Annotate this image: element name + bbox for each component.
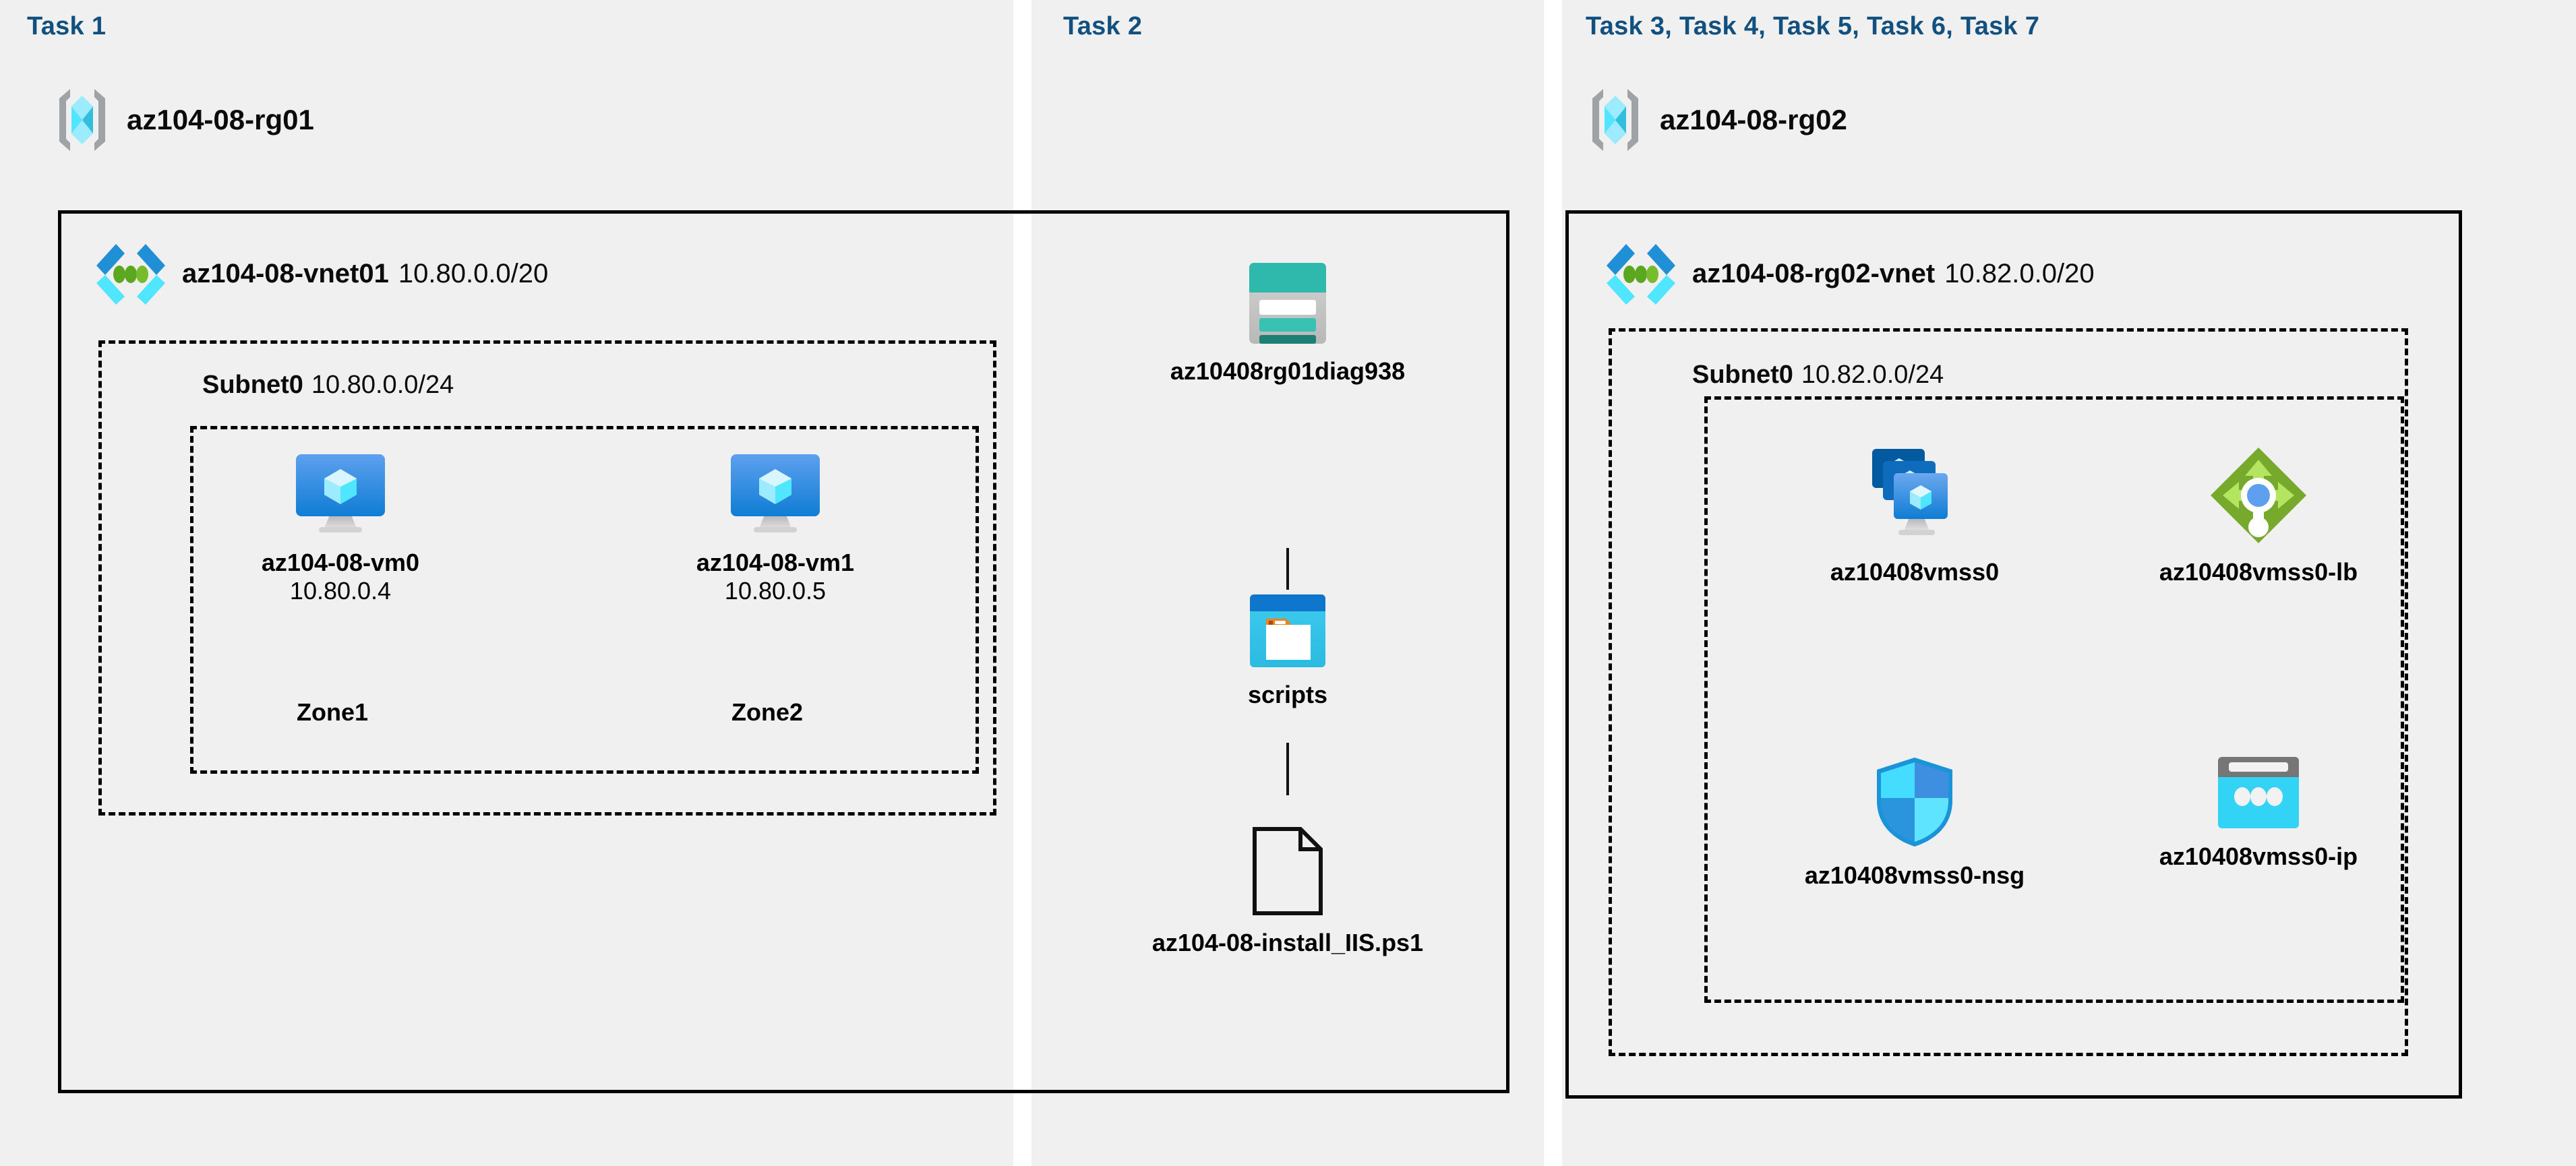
vm0-zone-label: Zone1	[297, 698, 369, 726]
vm1-ip: 10.80.0.5	[724, 577, 827, 605]
node-public-ip[interactable]: az10408vmss0-ip	[2130, 755, 2387, 870]
node-vm1[interactable]: az104-08-vm1 10.80.0.5	[674, 453, 876, 606]
task3-subnet-label: Subnet0 10.82.0.0/24	[1692, 361, 1944, 390]
node-load-balancer[interactable]: az10408vmss0-lb	[2130, 445, 2387, 586]
task1-resource-group: az104-08-rg01	[53, 86, 314, 154]
connector-storage-to-container	[1286, 548, 1289, 590]
node-blob-container[interactable]: scripts	[1214, 593, 1362, 708]
task3-vnet-cidr: 10.82.0.0/20	[1944, 258, 2095, 288]
resource-group-icon	[53, 86, 112, 154]
vm0-ip: 10.80.0.4	[289, 577, 392, 605]
node-storage-account[interactable]: az10408rg01diag938	[1170, 262, 1405, 385]
task2-title: Task 2	[1063, 12, 1143, 40]
task3-inner-box	[1704, 396, 2404, 1003]
public-ip-name: az10408vmss0-ip	[2159, 842, 2358, 870]
vm-scale-set-icon	[1861, 445, 1969, 546]
task1-vnet-cidr: 10.80.0.0/20	[398, 258, 549, 288]
task1-subnet-label: Subnet0 10.80.0.0/24	[202, 371, 454, 400]
task3-vnet-label: az104-08-rg02-vnet 10.82.0.0/20	[1605, 241, 2095, 306]
task3-vnet-box	[1565, 210, 2462, 1099]
resource-group-icon	[1586, 86, 1645, 154]
blob-container-icon	[1249, 593, 1327, 669]
vmss-name: az10408vmss0	[1830, 558, 2000, 586]
blob-container-name: scripts	[1247, 681, 1328, 708]
task3-subnet-cidr: 10.82.0.0/24	[1801, 361, 1944, 389]
task1-subnet-cidr: 10.80.0.0/24	[311, 371, 454, 399]
connector-container-to-file	[1286, 743, 1289, 795]
public-ip-address-icon	[2216, 755, 2301, 830]
load-balancer-name: az10408vmss0-lb	[2159, 558, 2358, 586]
load-balancer-icon	[2208, 445, 2309, 546]
nsg-name: az10408vmss0-nsg	[1804, 861, 2025, 889]
node-nsg[interactable]: az10408vmss0-nsg	[1787, 755, 2043, 889]
file-icon	[1251, 826, 1325, 917]
resource-group-name: az104-08-rg01	[127, 104, 314, 135]
task1-zone-box	[190, 426, 979, 774]
task1-title: Task 1	[27, 12, 107, 40]
ps1-file-name: az104-08-install_IIS.ps1	[1151, 929, 1424, 956]
virtual-network-icon	[94, 241, 167, 306]
task1-vnet-box	[58, 210, 1509, 1093]
node-ps1-file[interactable]: az104-08-install_IIS.ps1	[1092, 826, 1483, 956]
network-security-group-icon	[1874, 755, 1956, 849]
virtual-network-icon	[1605, 241, 1677, 306]
virtual-machine-icon	[295, 453, 386, 536]
task1-vnet-name: az104-08-vnet01	[182, 258, 389, 288]
panel-task1	[0, 0, 1013, 1166]
vm1-zone-label: Zone2	[731, 698, 804, 726]
resource-group-name: az104-08-rg02	[1660, 104, 1847, 135]
task3-vnet-name: az104-08-rg02-vnet	[1692, 258, 1936, 288]
vm0-name: az104-08-vm0	[261, 549, 420, 576]
task1-subnet-name: Subnet0	[202, 371, 303, 399]
virtual-machine-icon	[729, 453, 821, 536]
vm1-name: az104-08-vm1	[696, 549, 855, 576]
storage-account-name: az10408rg01diag938	[1170, 357, 1406, 385]
node-vm0[interactable]: az104-08-vm0 10.80.0.4	[239, 453, 442, 606]
task1-vnet-label: az104-08-vnet01 10.80.0.0/20	[94, 241, 548, 306]
task3-resource-group: az104-08-rg02	[1586, 86, 1847, 154]
storage-account-icon	[1248, 262, 1327, 345]
task1-subnet-box	[98, 340, 996, 816]
task3-subnet-box	[1609, 328, 2408, 1056]
node-vmss[interactable]: az10408vmss0	[1787, 445, 2043, 586]
task3-subnet-name: Subnet0	[1692, 361, 1793, 389]
task3-title: Task 3, Task 4, Task 5, Task 6, Task 7	[1586, 12, 2040, 40]
